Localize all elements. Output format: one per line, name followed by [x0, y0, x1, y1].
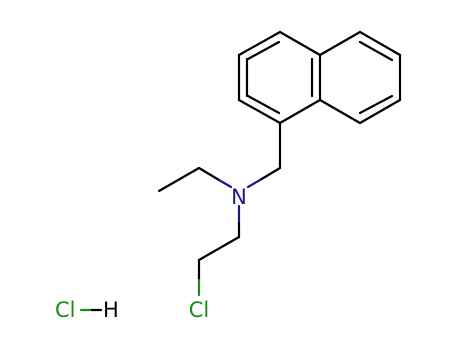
atom-label-hcl-hydrogen: H	[103, 298, 119, 322]
bond-c8a-c1	[278, 98, 322, 125]
bond-c4a-c5	[318, 30, 362, 57]
bond-ch2-n-carbon-half	[258, 166, 282, 182]
bond-c7-c8	[358, 98, 402, 125]
atom-label-chlorine: Cl	[189, 298, 210, 322]
bond-c5-c6	[358, 30, 402, 57]
bond-c3-c4-inner	[246, 40, 281, 61]
bond-c4-c4a	[278, 30, 322, 57]
bond-ethyl-ch2-n-nitrogen-half	[217, 178, 233, 189]
bond-c3-c4	[237, 30, 282, 57]
bond-ch2-n-nitrogen-half	[246, 178, 262, 189]
side-chain	[157, 121, 282, 297]
bond-c1-c2	[237, 98, 282, 125]
atom-label-hcl-chlorine: Cl	[55, 298, 76, 322]
atom-label-nitrogen: N	[231, 185, 247, 209]
bond-ethyl-ch2-n-carbon-half	[197, 166, 221, 182]
bond-c7-c8-inner	[358, 94, 394, 115]
bond-ch2-ch2	[197, 235, 241, 262]
hydrochloride: Cl H	[55, 298, 119, 322]
bond-c1-c2-inner	[246, 94, 281, 115]
bond-ethyl-ch3-ch2	[157, 166, 201, 193]
bond-c5-c6-inner	[358, 40, 394, 62]
naphthalene-ring	[237, 30, 402, 125]
bond-c8-c8a	[318, 98, 362, 125]
